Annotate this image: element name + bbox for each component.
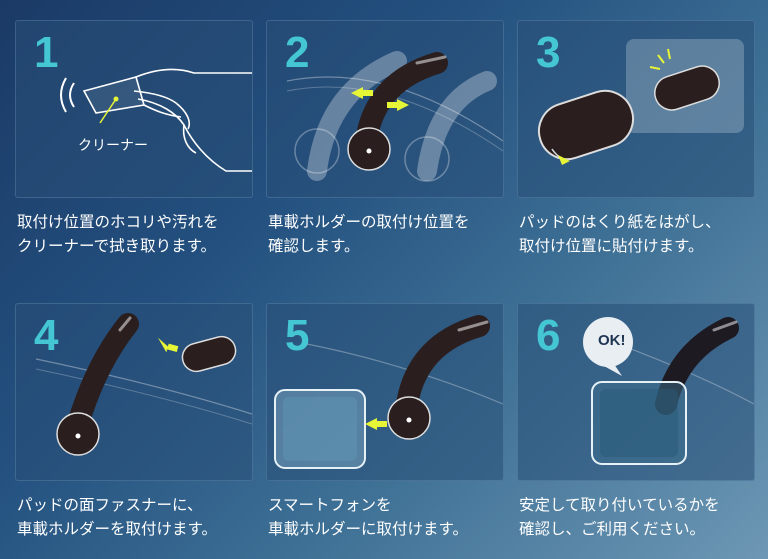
caption-line: クリーナーで拭き取ります。 <box>17 237 217 255</box>
step-5: 5 スマートフォンを 車載ホルダーに取付けます。 <box>266 303 504 541</box>
step-number: 5 <box>285 311 310 360</box>
step-6: 6 OK! 安定して取り付いているかを 確認し、ご利用ください。 <box>517 303 755 541</box>
caption-line: 取付け位置のホコリや汚れを <box>17 213 219 231</box>
step-number: 2 <box>285 28 310 77</box>
step-3-illustration: 3 <box>517 20 755 198</box>
step-6-illustration: 6 OK! <box>517 303 755 481</box>
step-caption: 車載ホルダーの取付け位置を 確認します。 <box>268 210 502 258</box>
step-number: 4 <box>34 311 59 360</box>
cleaning-illustration <box>60 68 252 172</box>
step-caption: パッドのはくり紙をはがし、 取付け位置に貼付けます。 <box>519 210 753 258</box>
caption-line: スマートフォンを <box>268 496 392 514</box>
step-3: 3 パッドのはくり紙をはがし、 取付け位置に貼付けます。 <box>517 20 755 258</box>
caption-line: 車載ホルダーを取付けます。 <box>17 520 217 538</box>
ok-bubble-text: OK! <box>598 332 626 349</box>
caption-line: 取付け位置に貼付けます。 <box>519 237 704 255</box>
step-2: 2 車載ホルダーの取付け位置を 確認します。 <box>266 20 504 258</box>
step-4: 4 パッドの面ファスナーに、 車載ホルダーを取付けます。 <box>15 303 253 541</box>
step-1-illustration: 1 クリーナー <box>15 20 253 198</box>
step-number: 6 <box>536 311 561 360</box>
caption-line: パッドの面ファスナーに、 <box>17 496 203 514</box>
step-1: 1 クリーナー 取付け位置のホコリや汚れを クリーナーで拭き取ります。 <box>15 20 253 258</box>
cleaner-label: クリーナー <box>78 138 148 154</box>
step-caption: スマートフォンを 車載ホルダーに取付けます。 <box>268 493 502 541</box>
mounted-phone-illustration <box>583 317 754 465</box>
step-caption: 取付け位置のホコリや汚れを クリーナーで拭き取ります。 <box>17 210 251 258</box>
attach-phone-illustration <box>274 315 503 469</box>
attach-holder-illustration <box>35 313 252 456</box>
caption-line: パッドのはくり紙をはがし、 <box>519 213 721 231</box>
caption-line: 安定して取り付いているかを <box>519 496 720 514</box>
step-2-illustration: 2 <box>266 20 504 198</box>
step-4-illustration: 4 <box>15 303 253 481</box>
step-caption: パッドの面ファスナーに、 車載ホルダーを取付けます。 <box>17 493 251 541</box>
caption-line: 車載ホルダーに取付けます。 <box>268 520 468 538</box>
holder-position-illustration <box>286 51 503 182</box>
step-caption: 安定して取り付いているかを 確認し、ご利用ください。 <box>519 493 753 541</box>
caption-line: 車載ホルダーの取付け位置を <box>268 213 470 231</box>
step-number: 1 <box>34 28 59 77</box>
step-number: 3 <box>536 28 561 77</box>
pad-peel-illustration <box>537 39 744 165</box>
step-5-illustration: 5 <box>266 303 504 481</box>
caption-line: 確認します。 <box>268 237 360 255</box>
caption-line: 確認し、ご利用ください。 <box>519 520 706 538</box>
